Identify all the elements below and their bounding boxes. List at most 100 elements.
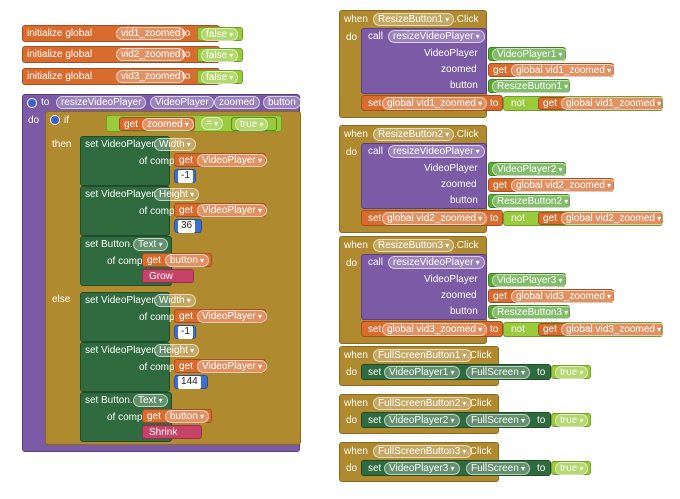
then-set-width[interactable]: set VideoPlayer. Width of component to xyxy=(80,136,200,186)
get-videoplayer-block[interactable]: get VideoPlayer xyxy=(174,153,267,167)
procedure-name-field[interactable]: resizeVideoPlayer xyxy=(56,96,147,109)
boolean-dropdown[interactable]: false xyxy=(201,49,239,62)
set-global-block[interactable]: set global vid2_zoomed to xyxy=(361,210,503,226)
event-component-dropdown[interactable]: ResizeButton2 xyxy=(373,128,455,141)
compare-block[interactable]: get zoomed = true xyxy=(106,115,282,132)
param-videoplayer[interactable]: VideoPlayer xyxy=(150,96,214,109)
number-block[interactable]: 36 xyxy=(174,219,202,233)
true-value-block[interactable]: true xyxy=(231,117,277,131)
boolean-dropdown[interactable]: true xyxy=(555,414,589,427)
number-field[interactable]: -1 xyxy=(178,326,193,339)
false-value-block[interactable]: false xyxy=(197,27,243,41)
var-dropdown[interactable]: VideoPlayer xyxy=(197,310,267,323)
procedure-dropdown[interactable]: resizeVideoPlayer xyxy=(388,30,485,43)
global-var-block-2[interactable]: initialize global vid2_zoomed to false xyxy=(22,46,243,63)
get-global-block[interactable]: get global vid2_zoomed xyxy=(538,212,667,225)
property-dropdown[interactable]: Width xyxy=(154,138,196,151)
text-value[interactable]: Shrink xyxy=(149,427,178,438)
global-var-block-1[interactable]: initialize global vid1_zoomed to false xyxy=(22,25,243,42)
get-zoomed-block[interactable]: get zoomed xyxy=(119,117,195,131)
number-block[interactable]: -1 xyxy=(174,169,196,183)
global-var-block-3[interactable]: initialize global vid3_zoomed to false xyxy=(22,68,243,85)
property-dropdown[interactable]: FullScreen xyxy=(466,366,531,379)
property-dropdown[interactable]: Height xyxy=(154,188,200,201)
var-dropdown[interactable]: global vid3_zoomed xyxy=(561,323,667,336)
event-component-dropdown[interactable]: ResizeButton3 xyxy=(373,239,455,252)
property-dropdown[interactable]: FullScreen xyxy=(466,462,531,475)
var-dropdown[interactable]: global vid1_zoomed xyxy=(511,64,617,77)
true-value-block[interactable]: true xyxy=(551,461,591,475)
component-dropdown[interactable]: VideoPlayer1 xyxy=(492,48,568,61)
component-ref-block[interactable]: VideoPlayer3 xyxy=(488,273,568,287)
param-zoomed[interactable]: zoomed xyxy=(214,96,260,109)
var-dropdown[interactable]: global vid1_zoomed xyxy=(382,97,488,110)
procedure-dropdown[interactable]: resizeVideoPlayer xyxy=(388,256,485,269)
text-block[interactable]: Shrink xyxy=(142,425,202,439)
var-dropdown[interactable]: button xyxy=(165,410,210,423)
set-fullscreen-block[interactable]: set VideoPlayer2 FullScreen to xyxy=(361,412,551,428)
set-global-block[interactable]: set global vid1_zoomed to xyxy=(361,95,503,111)
get-button-block[interactable]: get button xyxy=(142,409,212,423)
component-ref-block[interactable]: ResizeButton3 xyxy=(488,305,574,319)
var-dropdown[interactable]: global vid1_zoomed xyxy=(561,97,667,110)
var-dropdown[interactable]: VideoPlayer xyxy=(197,360,267,373)
gear-icon[interactable] xyxy=(27,98,37,108)
boolean-dropdown[interactable]: true xyxy=(555,462,589,475)
property-dropdown[interactable]: Width xyxy=(154,294,196,307)
gear-icon[interactable] xyxy=(50,115,60,125)
get-global-block[interactable]: get global vid2_zoomed xyxy=(488,178,617,192)
call-procedure-block[interactable]: call resizeVideoPlayer VideoPlayer zoome… xyxy=(361,143,487,209)
param-button[interactable]: button xyxy=(263,96,301,109)
number-field[interactable]: -1 xyxy=(178,170,193,183)
else-set-height[interactable]: set VideoPlayer. Height of component to xyxy=(80,342,200,392)
number-block[interactable]: -1 xyxy=(174,325,196,339)
property-dropdown[interactable]: Height xyxy=(154,344,200,357)
component-dropdown[interactable]: VideoPlayer3 xyxy=(492,274,568,287)
var-dropdown[interactable]: global vid2_zoomed xyxy=(561,212,667,225)
event-component-dropdown[interactable]: FullScreenButton3 xyxy=(373,445,472,458)
property-dropdown[interactable]: Text xyxy=(133,394,168,407)
number-field[interactable]: 36 xyxy=(178,220,196,233)
var-dropdown[interactable]: global vid3_zoomed xyxy=(382,323,488,336)
else-set-text[interactable]: set Button. Text of component to xyxy=(80,392,172,442)
if-else-block[interactable]: if get zoomed = true then else set Video… xyxy=(45,111,301,445)
get-global-block[interactable]: get global vid1_zoomed xyxy=(488,63,617,77)
component-dropdown[interactable]: ResizeButton1 xyxy=(492,80,574,93)
boolean-dropdown[interactable]: true xyxy=(555,366,589,379)
true-value-block[interactable]: true xyxy=(551,365,591,379)
false-value-block[interactable]: false xyxy=(197,48,243,62)
var-dropdown[interactable]: global vid2_zoomed xyxy=(511,179,617,192)
true-value-block[interactable]: true xyxy=(551,413,591,427)
else-set-width[interactable]: set VideoPlayer. Width of component to xyxy=(80,292,200,342)
set-fullscreen-block[interactable]: set VideoPlayer1 FullScreen to xyxy=(361,364,551,380)
event-component-dropdown[interactable]: FullScreenButton1 xyxy=(373,349,472,362)
text-value[interactable]: Grow xyxy=(149,271,173,282)
call-procedure-block[interactable]: call resizeVideoPlayer VideoPlayer zoome… xyxy=(361,28,487,94)
procedure-block[interactable]: to resizeVideoPlayer VideoPlayer zoomed … xyxy=(22,94,301,452)
boolean-dropdown[interactable]: true xyxy=(235,118,269,131)
component-ref-block[interactable]: ResizeButton2 xyxy=(488,194,574,208)
global-name-field[interactable]: vid1_zoomed xyxy=(116,27,186,40)
component-ref-block[interactable]: VideoPlayer1 xyxy=(488,47,568,61)
component-dropdown[interactable]: VideoPlayer3 xyxy=(384,462,460,475)
var-dropdown[interactable]: VideoPlayer xyxy=(197,154,267,167)
get-videoplayer-block[interactable]: get VideoPlayer xyxy=(174,359,267,373)
event-component-dropdown[interactable]: ResizeButton1 xyxy=(373,13,455,26)
component-ref-block[interactable]: ResizeButton1 xyxy=(488,79,574,93)
var-dropdown[interactable]: VideoPlayer xyxy=(197,204,267,217)
global-name-field[interactable]: vid3_zoomed xyxy=(116,70,186,83)
get-global-block[interactable]: get global vid3_zoomed xyxy=(488,289,617,303)
get-global-block[interactable]: get global vid3_zoomed xyxy=(538,323,667,336)
global-name-field[interactable]: vid2_zoomed xyxy=(116,48,186,61)
component-dropdown[interactable]: VideoPlayer1 xyxy=(384,366,460,379)
var-dropdown[interactable]: button xyxy=(165,254,210,267)
get-videoplayer-block[interactable]: get VideoPlayer xyxy=(174,203,267,217)
var-dropdown[interactable]: zoomed xyxy=(142,118,194,131)
number-block[interactable]: 144 xyxy=(174,375,208,389)
property-dropdown[interactable]: FullScreen xyxy=(466,414,531,427)
property-dropdown[interactable]: Text xyxy=(133,238,168,251)
set-global-block[interactable]: set global vid3_zoomed to xyxy=(361,321,503,337)
call-procedure-block[interactable]: call resizeVideoPlayer VideoPlayer zoome… xyxy=(361,254,487,320)
boolean-dropdown[interactable]: false xyxy=(201,28,239,41)
get-global-block[interactable]: get global vid1_zoomed xyxy=(538,97,667,110)
